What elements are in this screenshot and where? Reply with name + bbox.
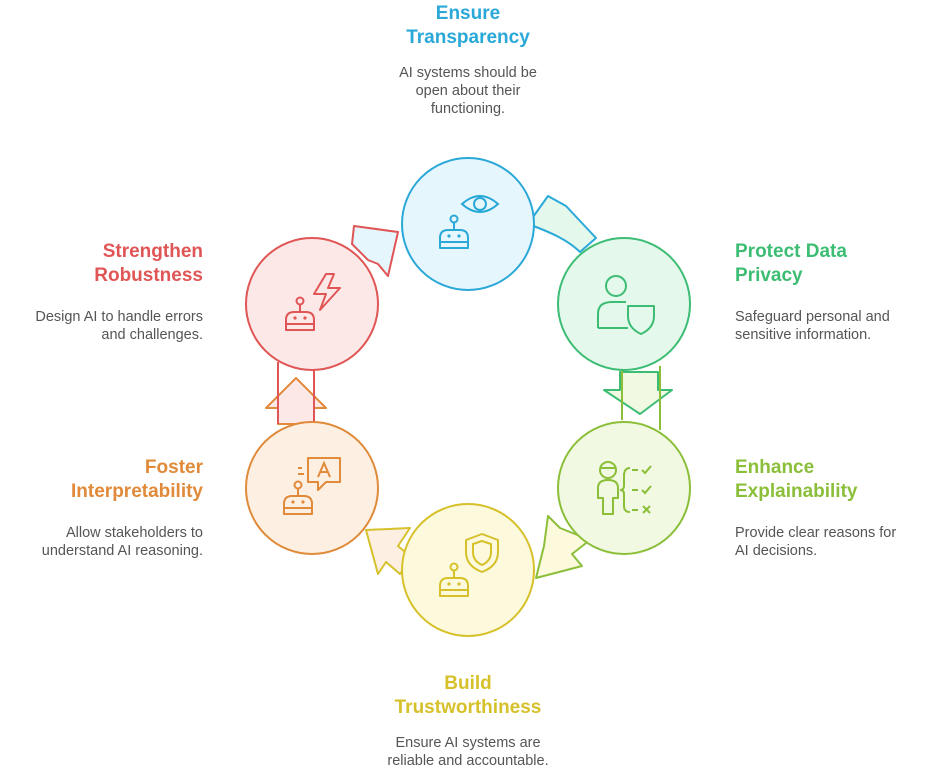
step-privacy-circle <box>557 237 691 371</box>
step-privacy-label: Protect Data Privacy Safeguard personal … <box>735 240 935 344</box>
step-transparency-title: Ensure Transparency <box>406 3 530 48</box>
step-robustness-title: Strengthen Robustness <box>94 241 203 286</box>
eye-robot-icon <box>439 195 500 249</box>
robot-lightning-icon <box>285 273 341 331</box>
step-robustness-desc: Design AI to handle errors and challenge… <box>35 309 203 343</box>
step-transparency-circle <box>401 157 535 291</box>
connector-arrows <box>265 195 673 579</box>
step-transparency-node <box>401 157 535 291</box>
step-transparency-label: Ensure Transparency AI systems should be… <box>368 2 568 118</box>
arrow-trustworthiness-to-interpretability <box>365 527 413 575</box>
step-trustworthiness-title: Build Trustworthiness <box>394 673 542 718</box>
step-explainability-title: Enhance Explainability <box>735 457 858 502</box>
step-explainability-node <box>557 421 691 555</box>
step-privacy-title: Protect Data Privacy <box>735 241 847 286</box>
step-privacy-node <box>557 237 691 371</box>
link-privacy-explainability <box>621 366 661 430</box>
step-trustworthiness-label: Build Trustworthiness Ensure AI systems … <box>358 672 578 770</box>
link-robustness-interpretability <box>277 362 315 424</box>
step-robustness-node <box>245 237 379 371</box>
person-checklist-icon <box>597 461 652 515</box>
step-trustworthiness-circle <box>401 503 535 637</box>
step-interpretability-label: Foster Interpretability Allow stakeholde… <box>3 456 203 560</box>
arrow-transparency-to-privacy <box>527 195 597 253</box>
step-interpretability-node <box>245 421 379 555</box>
step-privacy-desc: Safeguard personal and sensitive informa… <box>735 309 890 343</box>
step-robustness-label: Strengthen Robustness Design AI to handl… <box>3 240 203 344</box>
arrow-interpretability-to-robustness <box>265 377 327 425</box>
step-explainability-label: Enhance Explainability Provide clear rea… <box>735 456 935 560</box>
step-interpretability-desc: Allow stakeholders to understand AI reas… <box>41 525 203 559</box>
step-robustness-circle <box>245 237 379 371</box>
step-trustworthiness-node <box>401 503 535 637</box>
step-explainability-desc: Provide clear reasons for AI decisions. <box>735 525 897 559</box>
person-shield-icon <box>597 275 655 335</box>
step-trustworthiness-desc: Ensure AI systems are reliable and accou… <box>387 735 549 769</box>
arrow-robustness-to-transparency <box>351 225 399 277</box>
arrow-privacy-to-explainability <box>603 371 673 415</box>
step-interpretability-circle <box>245 421 379 555</box>
step-transparency-desc: AI systems should be open about their fu… <box>399 65 537 117</box>
step-interpretability-title: Foster Interpretability <box>71 457 203 502</box>
robot-speech-icon <box>283 457 341 515</box>
robot-shield-icon <box>439 533 499 597</box>
